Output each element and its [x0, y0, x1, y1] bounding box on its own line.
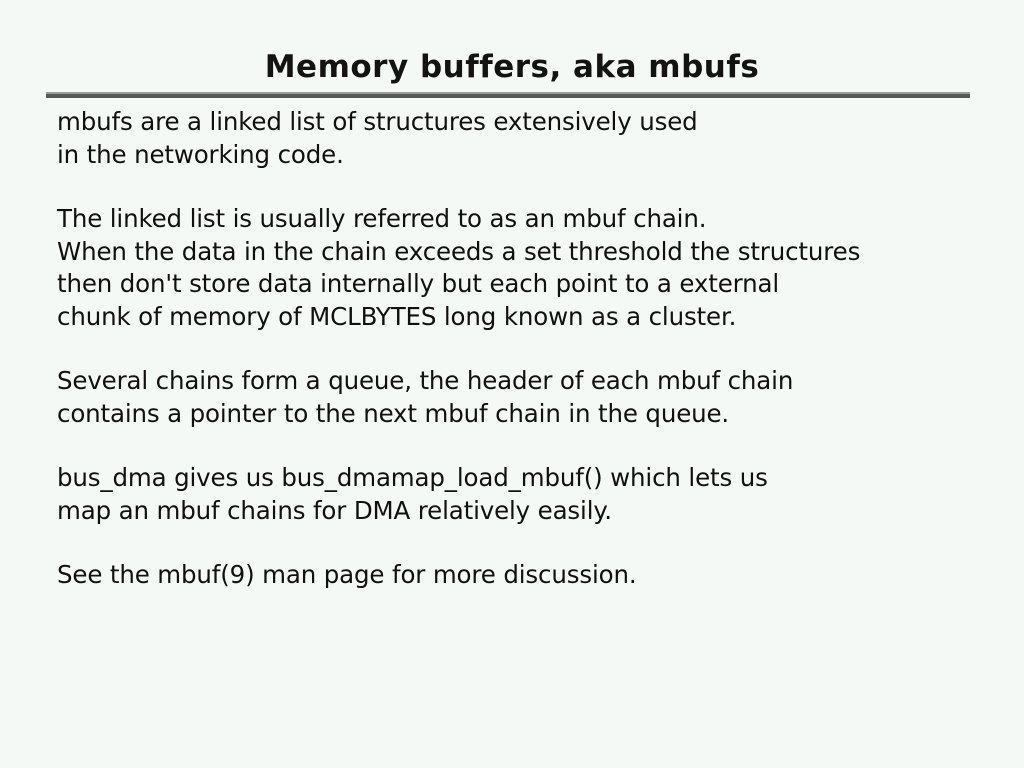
divider-shadow	[46, 94, 970, 98]
paragraph: mbufs are a linked list of structures ex…	[57, 106, 987, 171]
paragraph: Several chains form a queue, the header …	[57, 365, 987, 430]
body-line: chunk of memory of MCLBYTES long known a…	[57, 301, 737, 331]
title-divider	[46, 92, 970, 98]
paragraph: See the mbuf(9) man page for more discus…	[57, 559, 987, 592]
body-line: in the networking code.	[57, 139, 344, 169]
slide-body: mbufs are a linked list of structures ex…	[57, 106, 987, 592]
body-line: map an mbuf chains for DMA relatively ea…	[57, 495, 612, 525]
body-line: The linked list is usually referred to a…	[57, 204, 707, 233]
divider-highlight	[46, 92, 970, 94]
page-title: Memory buffers, aka mbufs	[264, 49, 760, 85]
body-line: bus_dma gives us bus_dmamap_load_mbuf() …	[57, 463, 768, 492]
body-line: See the mbuf(9) man page for more discus…	[57, 560, 637, 589]
body-line: Several chains form a queue, the header …	[57, 366, 794, 395]
paragraph: The linked list is usually referred to a…	[57, 203, 987, 333]
body-line: contains a pointer to the next mbuf chai…	[57, 398, 730, 428]
body-line: then don't store data internally but eac…	[57, 269, 780, 298]
body-line: When the data in the chain exceeds a set…	[57, 236, 861, 266]
paragraph: bus_dma gives us bus_dmamap_load_mbuf() …	[57, 462, 987, 527]
body-line: mbufs are a linked list of structures ex…	[57, 107, 698, 136]
